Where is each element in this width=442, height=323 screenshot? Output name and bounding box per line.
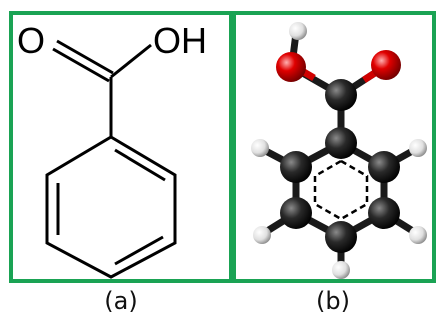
oxygen-label-left: O bbox=[17, 20, 45, 61]
aromatic-ring-dashed bbox=[313, 159, 369, 221]
skeletal-formula-svg: O OH bbox=[17, 20, 207, 279]
ring-double-bond-1 bbox=[114, 148, 166, 182]
carbonyl-bond-1 bbox=[52, 47, 110, 83]
hydrogen-atom bbox=[253, 226, 271, 244]
ball-and-stick-svg bbox=[251, 22, 427, 279]
carbon-atom bbox=[325, 221, 357, 253]
hydrogen-atom bbox=[332, 261, 350, 279]
carbon-atom bbox=[280, 151, 312, 183]
hydrogen-atom bbox=[251, 139, 269, 157]
caption-a: (a) bbox=[104, 287, 138, 315]
oxygen-atom-carbonyl bbox=[371, 50, 401, 80]
ring-double-bond-2 bbox=[114, 235, 164, 266]
carbon-atom bbox=[280, 197, 312, 229]
oxygen-atom-hydroxyl bbox=[276, 52, 306, 82]
carbon-atom bbox=[325, 127, 357, 159]
skeletal-formula-panel: O OH bbox=[9, 11, 233, 283]
hydrogen-atom-hydroxyl bbox=[289, 22, 307, 40]
carbon-atom bbox=[368, 197, 400, 229]
benzene-ring bbox=[45, 135, 177, 279]
carbon-atom-carboxyl bbox=[325, 79, 357, 111]
hydroxyl-label: OH bbox=[153, 20, 207, 61]
hydrogen-atom bbox=[409, 139, 427, 157]
ball-and-stick-panel bbox=[232, 11, 436, 283]
hydroxyl-bond bbox=[110, 43, 152, 79]
hydrogen-atom bbox=[409, 226, 427, 244]
caption-b: (b) bbox=[316, 287, 350, 315]
carbonyl-bond-2 bbox=[56, 39, 114, 75]
carbon-atom bbox=[368, 151, 400, 183]
